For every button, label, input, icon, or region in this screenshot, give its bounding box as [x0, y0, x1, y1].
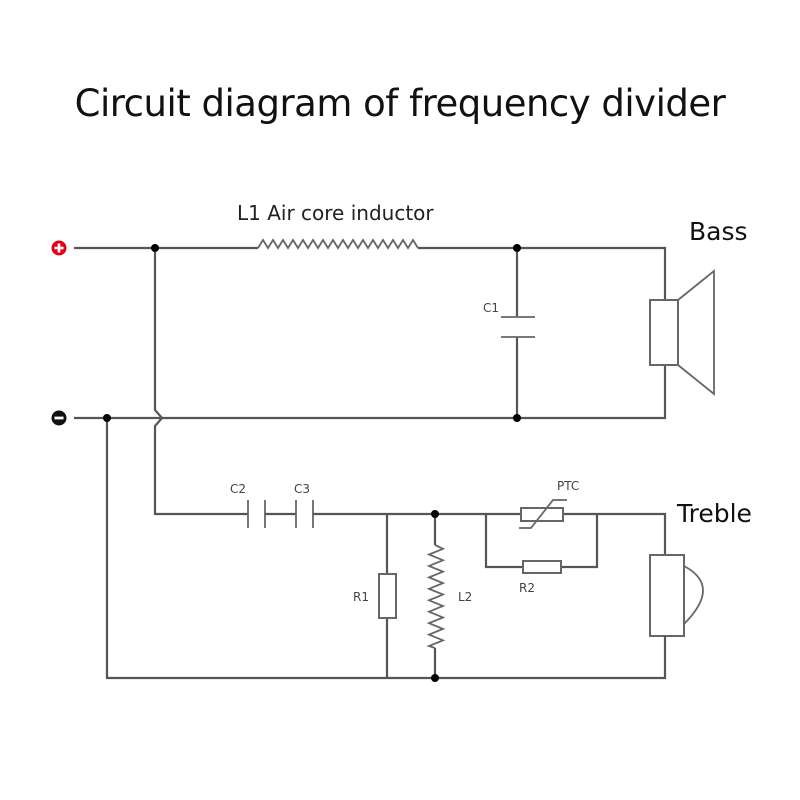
resistor-r2 — [522, 560, 562, 574]
label-bass: Bass — [689, 217, 748, 246]
bass-speaker-icon — [649, 269, 715, 396]
label-c1: C1 — [483, 301, 499, 315]
label-l1: L1 Air core inductor — [237, 201, 434, 225]
label-r2: R2 — [519, 581, 535, 595]
label-ptc: PTC — [557, 479, 579, 493]
label-c3: C3 — [294, 482, 310, 496]
junction-dot — [513, 414, 521, 422]
wire-negative-rail — [74, 366, 667, 420]
junction-dot — [103, 414, 111, 422]
treble-speaker-icon — [649, 554, 704, 637]
resistor-r1 — [378, 573, 397, 619]
label-c2: C2 — [230, 482, 246, 496]
junction-dot — [431, 674, 439, 682]
negative-terminal-icon — [51, 410, 67, 426]
junction-dot — [513, 244, 521, 252]
positive-terminal-icon — [51, 240, 67, 256]
label-treble: Treble — [676, 499, 752, 528]
ptc-slash — [519, 499, 567, 529]
label-l2: L2 — [458, 590, 472, 604]
junction-dot — [151, 244, 159, 252]
inductor-l2-symbol — [426, 544, 446, 649]
wire-negative-return — [105, 418, 667, 680]
label-r1: R1 — [353, 590, 369, 604]
diagram-title: Circuit diagram of frequency divider — [74, 82, 726, 125]
wire-treble-top — [313, 512, 667, 555]
junction-dot — [431, 510, 439, 518]
wire-positive-drop — [153, 248, 248, 516]
wire-positive-rail — [74, 246, 667, 300]
wire-r2-loop — [484, 514, 599, 569]
inductor-l1-symbol — [257, 238, 419, 250]
